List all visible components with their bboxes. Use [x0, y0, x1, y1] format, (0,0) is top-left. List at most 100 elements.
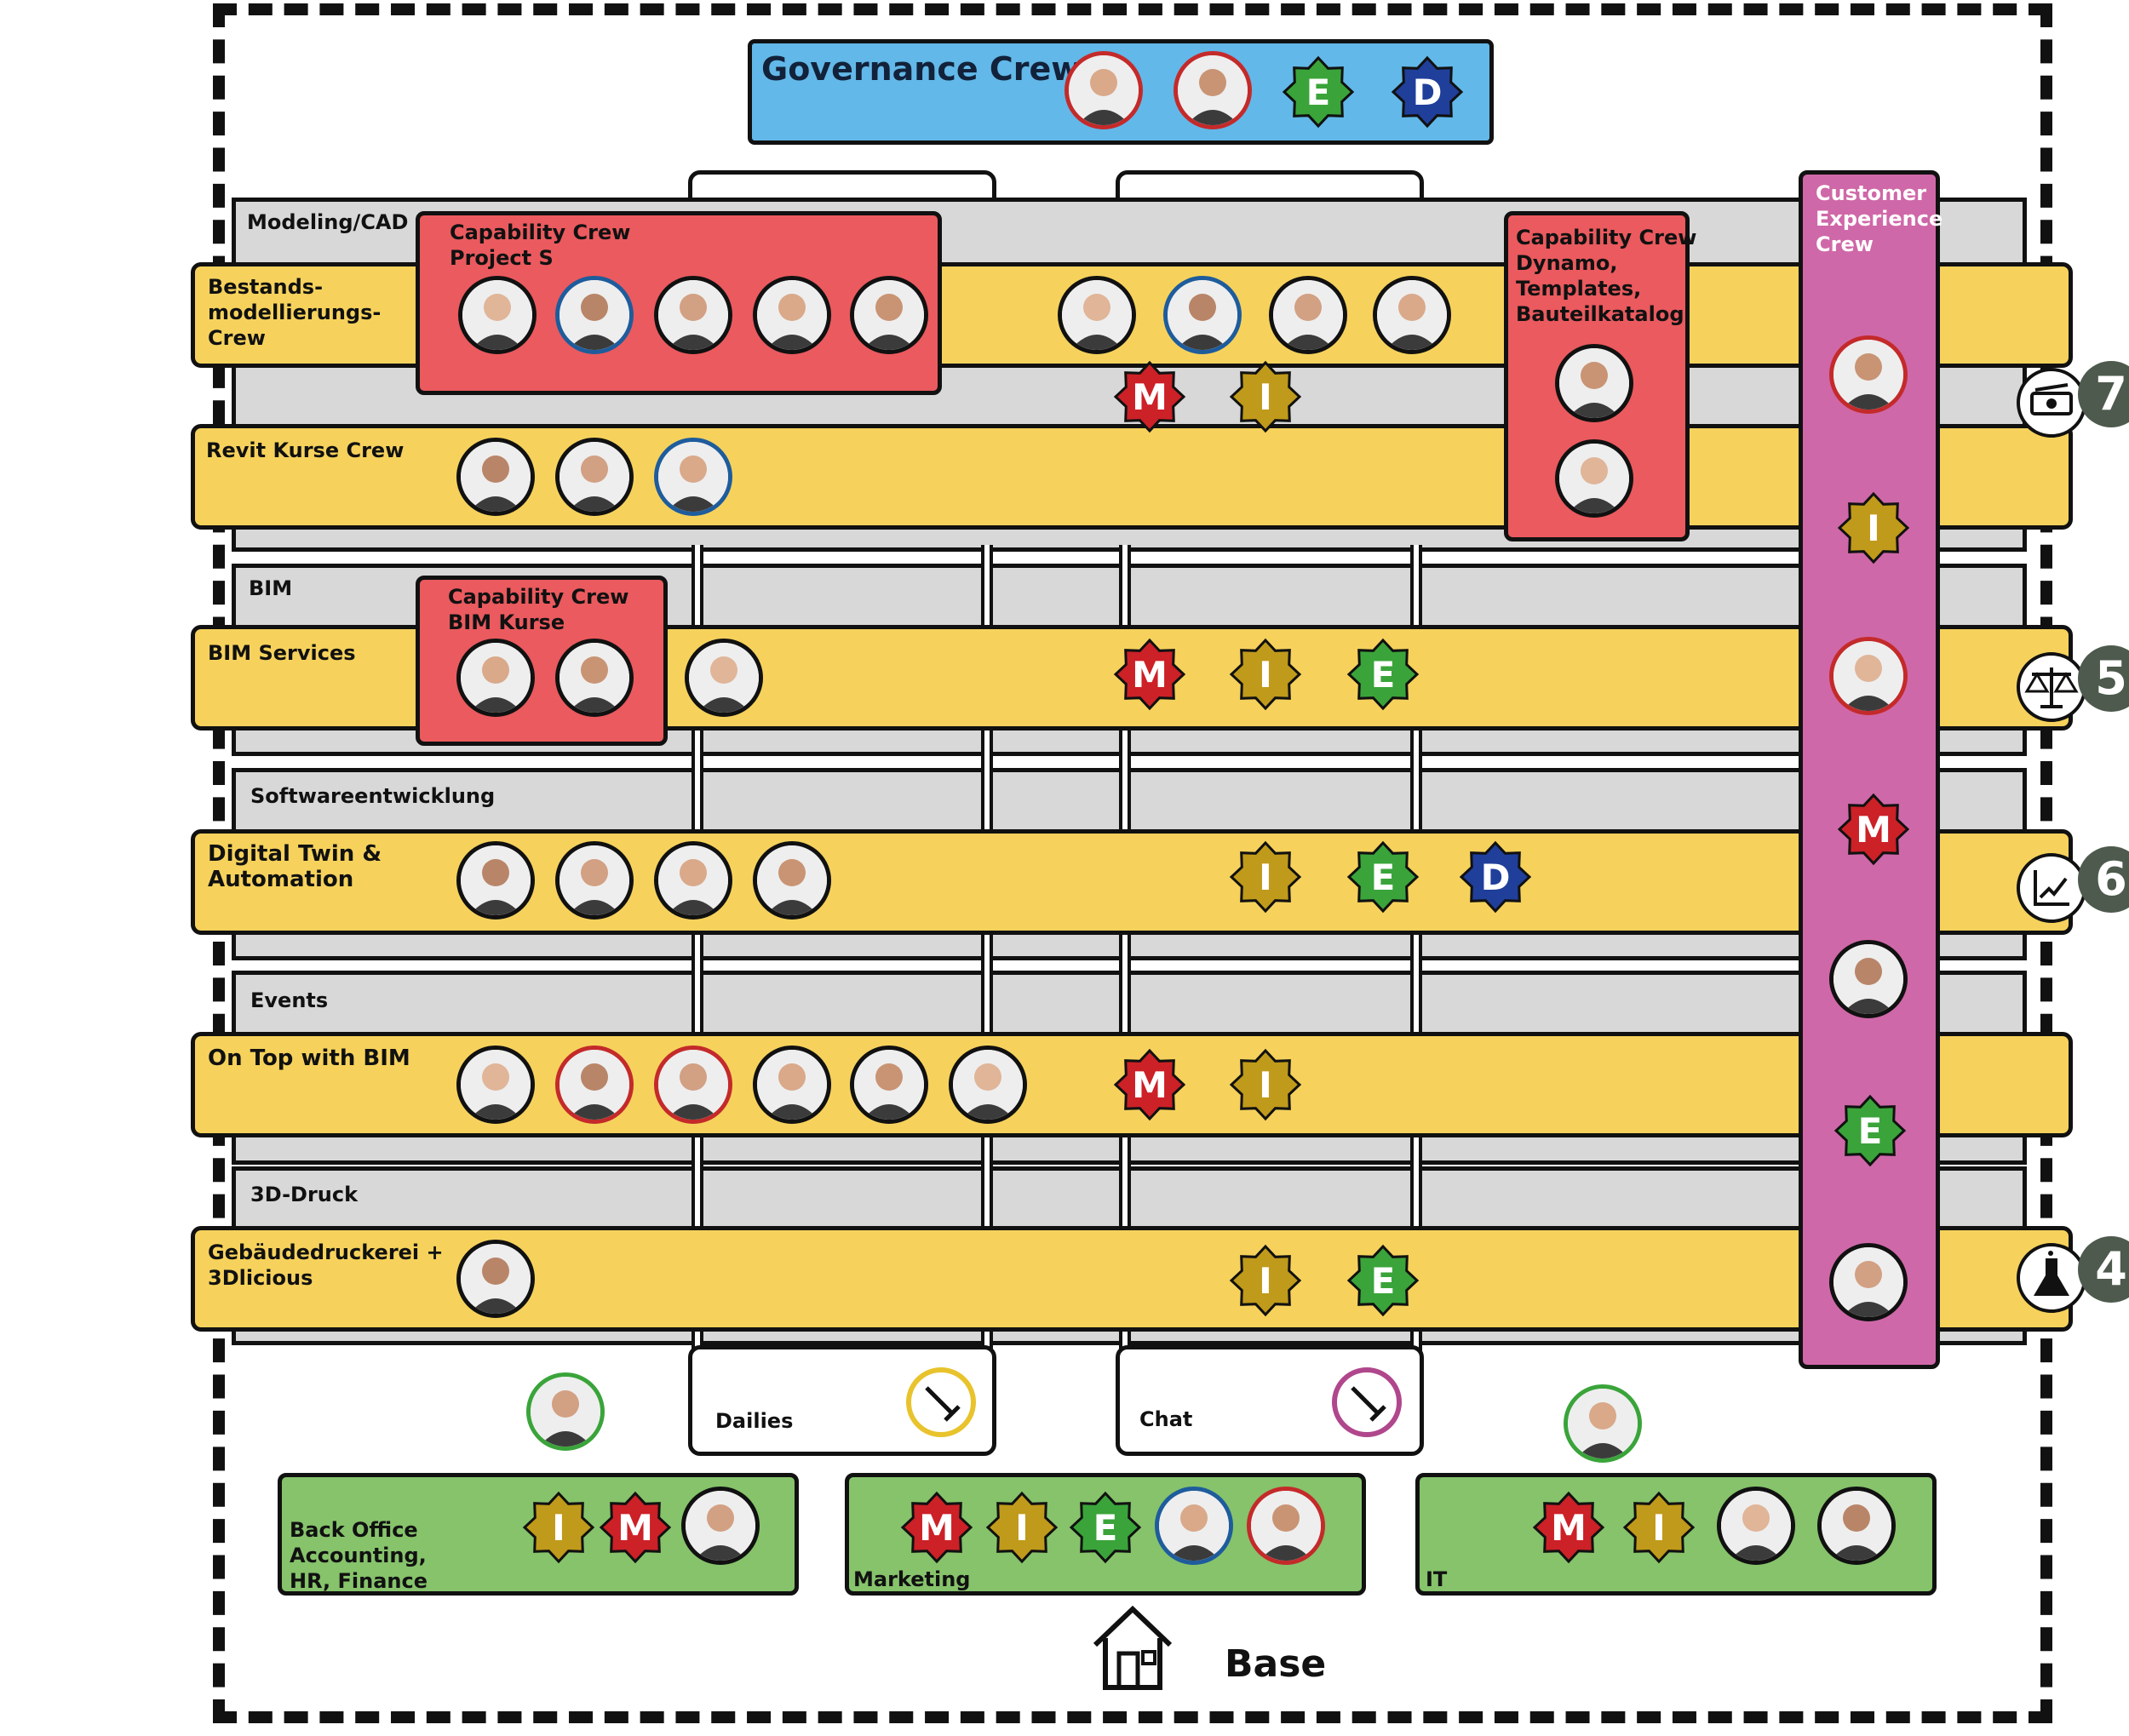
badge-i: I — [1229, 638, 1302, 711]
person-avatar — [753, 1046, 831, 1124]
badge-m: M — [1113, 1048, 1186, 1121]
money-icon — [2017, 368, 2086, 438]
person-avatar — [1555, 439, 1633, 518]
person-avatar — [555, 276, 634, 354]
capability-label-project-s: Capability Crew Project S — [450, 221, 631, 270]
badge-letter: M — [1132, 654, 1168, 696]
badge-e: E — [1282, 55, 1355, 129]
person-avatar — [1058, 276, 1136, 354]
person-avatar — [456, 438, 535, 516]
unit-backoffice-label: Back Office Accounting, HR, Finance — [290, 1518, 428, 1593]
badge-letter: E — [1371, 857, 1396, 898]
person-avatar — [753, 841, 831, 920]
person-avatar — [1555, 344, 1633, 422]
badge-letter: E — [1306, 72, 1331, 113]
chapter-label-events: Events — [250, 988, 329, 1012]
badge-i: I — [1229, 1244, 1302, 1317]
capability-label-bim-kurse: Capability Crew BIM Kurse — [448, 585, 629, 634]
badge-letter: D — [1413, 72, 1443, 113]
badge-i: I — [1229, 840, 1302, 914]
crew-label-digital-twin: Digital Twin & Automation — [208, 841, 382, 892]
person-avatar — [681, 1487, 760, 1565]
badge-letter: I — [1259, 1260, 1272, 1302]
badge-i: I — [1229, 1048, 1302, 1121]
person-avatar — [654, 1046, 732, 1124]
badge-letter: M — [919, 1507, 955, 1549]
badge-letter: I — [552, 1507, 565, 1549]
person-avatar — [1817, 1487, 1896, 1565]
person-avatar — [1064, 51, 1143, 129]
badge-m: M — [1532, 1491, 1605, 1564]
person-avatar — [850, 1046, 928, 1124]
person-avatar — [1717, 1487, 1795, 1565]
person-avatar — [456, 1240, 535, 1318]
badge-letter: M — [1856, 809, 1891, 851]
scales-icon — [2017, 652, 2086, 722]
capability-label-dynamo: Capability Crew Dynamo, Templates, Baute… — [1516, 226, 1697, 326]
house-icon — [1093, 1605, 1173, 1690]
badge-letter: I — [1652, 1507, 1666, 1549]
badge-i: I — [1622, 1491, 1696, 1564]
chat-plug-icon — [1332, 1367, 1402, 1437]
chapter-label-bim: BIM — [249, 576, 293, 600]
person-avatar — [555, 639, 634, 717]
badge-letter: M — [617, 1507, 653, 1549]
person-avatar — [1163, 276, 1242, 354]
crew-label-druck: Gebäudedruckerei + 3Dlicious — [208, 1240, 444, 1290]
badge-i: I — [1837, 491, 1910, 564]
person-avatar — [1829, 637, 1908, 715]
badge-letter: D — [1481, 857, 1511, 898]
crew-label-revit: Revit Kurse Crew — [206, 438, 405, 462]
person-avatar — [685, 639, 763, 717]
badge-letter: I — [1259, 1064, 1272, 1106]
person-avatar — [526, 1372, 605, 1451]
chat-connector-2 — [1410, 545, 1422, 1354]
badge-m: M — [900, 1491, 973, 1564]
person-avatar — [1829, 335, 1908, 414]
badge-letter: M — [1551, 1507, 1587, 1549]
chat-label: Chat — [1139, 1407, 1193, 1431]
badge-d: D — [1391, 55, 1464, 129]
badge-i: I — [985, 1491, 1059, 1564]
customer-experience-label: Customer Experience Crew — [1816, 181, 1943, 256]
person-avatar — [1155, 1487, 1233, 1565]
chapter-label-3d: 3D-Druck — [250, 1183, 359, 1206]
badge-letter: M — [1132, 1064, 1168, 1106]
chart-icon — [2017, 853, 2086, 923]
ticket-number-badge: 4 — [2078, 1236, 2129, 1303]
crew-label-bestand: Bestands- modellierungs- Crew — [208, 275, 382, 350]
badge-letter: E — [1093, 1507, 1118, 1549]
chapter-label-modeling: Modeling/CAD — [247, 210, 409, 234]
badge-letter: I — [1259, 654, 1272, 696]
person-avatar — [1829, 940, 1908, 1018]
person-avatar — [949, 1046, 1027, 1124]
badge-e: E — [1346, 840, 1420, 914]
badge-m: M — [1837, 793, 1910, 866]
person-avatar — [1174, 51, 1252, 129]
badge-letter: E — [1858, 1110, 1883, 1152]
person-avatar — [458, 276, 537, 354]
badge-letter: E — [1371, 654, 1396, 696]
badge-letter: I — [1015, 1507, 1029, 1549]
badge-i: I — [522, 1491, 595, 1564]
person-avatar — [456, 841, 535, 920]
ticket-number-badge: 7 — [2078, 361, 2129, 427]
ticket-number-badge: 5 — [2078, 645, 2129, 712]
badge-m: M — [599, 1491, 672, 1564]
person-avatar — [1829, 1243, 1908, 1321]
badge-letter: M — [1132, 376, 1168, 418]
badge-d: D — [1459, 840, 1532, 914]
badge-m: M — [1113, 360, 1186, 433]
person-avatar — [654, 438, 732, 516]
badge-m: M — [1113, 638, 1186, 711]
dailies-connector-2 — [981, 545, 993, 1354]
badge-i: I — [1229, 360, 1302, 433]
unit-marketing-label: Marketing — [853, 1567, 971, 1591]
person-avatar — [1269, 276, 1347, 354]
person-avatar — [1247, 1487, 1325, 1565]
badge-e: E — [1346, 638, 1420, 711]
person-avatar — [456, 1046, 535, 1124]
dailies-connector — [691, 545, 703, 1354]
base-label: Base — [1225, 1642, 1327, 1686]
